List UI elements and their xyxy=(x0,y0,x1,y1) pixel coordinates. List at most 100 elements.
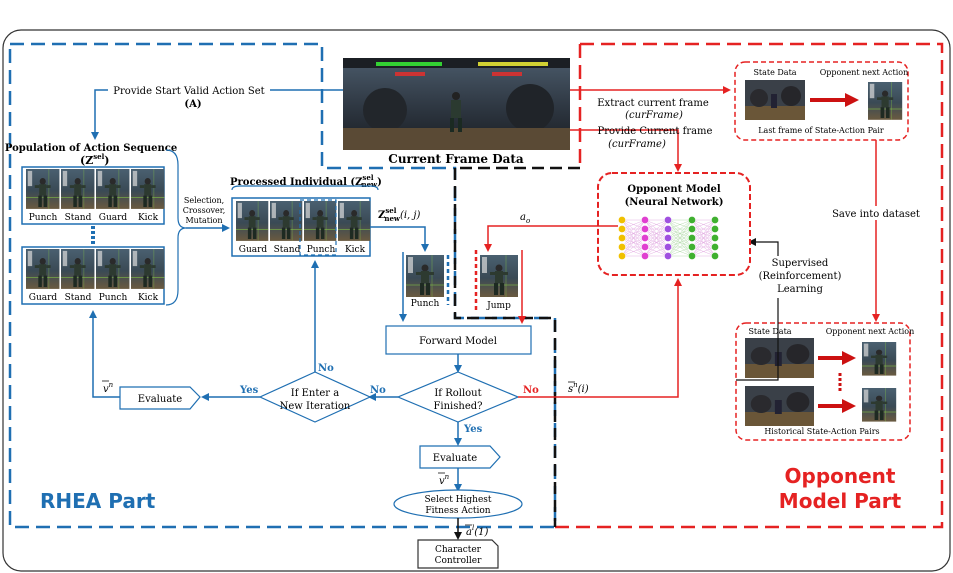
if-rollout-label-1: If Rollout xyxy=(434,388,481,399)
opponent-model-box xyxy=(597,172,751,276)
mutation-label: Mutation xyxy=(185,216,222,225)
fighter-thumbnail-image xyxy=(25,168,60,210)
a-l-1-label: al(1) xyxy=(466,524,488,538)
historical-label: Historical State-Action Pairs xyxy=(764,427,879,436)
punch-image xyxy=(405,254,445,298)
action-label: Kick xyxy=(345,245,366,255)
neural-network-icon xyxy=(618,216,719,260)
state-data-bottom-label: State Data xyxy=(748,327,791,336)
opponent-region xyxy=(555,42,944,529)
opponent-model-label: Opponent Model xyxy=(627,184,720,195)
save-dataset-label: Save into dataset xyxy=(832,209,920,220)
fighter-thumbnail-image xyxy=(130,168,165,210)
evaluate-left-box xyxy=(119,386,201,410)
current-frame-data-label: Current Frame Data xyxy=(388,152,524,166)
character-label-2: Controller xyxy=(435,556,483,566)
fighter-thumbnail-image xyxy=(269,200,303,242)
fighter-thumbnail-image xyxy=(60,168,95,210)
v-n-left-label: vn xyxy=(103,381,114,395)
provide-start-label: Provide Start Valid Action Set xyxy=(113,86,264,97)
if-enter-label-2: New Iteration xyxy=(280,401,351,412)
history-scene-2 xyxy=(745,386,814,426)
game-screenshot-image xyxy=(343,58,570,150)
provide-start-arrow xyxy=(91,89,343,140)
crossover-label: Crossover, xyxy=(183,206,226,215)
action-label: Guard xyxy=(239,245,268,255)
outer-frame xyxy=(2,29,951,572)
action-label: Stand xyxy=(65,293,92,303)
fighter-thumbnail-image xyxy=(25,248,60,290)
yes-label-1: Yes xyxy=(239,385,259,396)
select-highest-label-2: Fitness Action xyxy=(425,506,490,516)
provide-current-arrow xyxy=(570,129,682,172)
state-data-top-label: State Data xyxy=(753,68,796,77)
supervised-label: Supervised xyxy=(772,258,829,269)
neural-network-label: (Neural Network) xyxy=(625,197,724,208)
a-o-label: ao xyxy=(520,212,530,225)
learning-label: Learning xyxy=(777,284,823,295)
punch-single-label: Punch xyxy=(411,299,440,309)
reinforcement-label: (Reinforcement) xyxy=(759,271,842,282)
evaluate-left-label: Evaluate xyxy=(138,394,183,405)
action-label: Guard xyxy=(29,293,58,303)
character-label-1: Character xyxy=(435,545,482,555)
forward-model-label: Forward Model xyxy=(419,336,497,347)
opponent-part-title-1: Opponent xyxy=(785,464,896,488)
action-label: Stand xyxy=(65,213,92,223)
state-scene-image xyxy=(745,80,805,120)
opp-next-bottom-label: Opponent next Action xyxy=(826,327,915,336)
history-scene-1 xyxy=(745,338,814,378)
character-controller-box xyxy=(417,539,499,569)
fighter-thumbnail-image xyxy=(130,248,165,290)
rhea-part-title: RHEA Part xyxy=(40,489,156,513)
evaluate-bottom-box xyxy=(419,445,501,469)
fighter-thumbnail-image xyxy=(95,248,130,290)
no-label-2: No xyxy=(370,385,386,396)
selection-label: Selection, xyxy=(184,196,224,205)
fighter-thumbnail-image xyxy=(235,200,269,242)
provide-current-label: Provide Current frame xyxy=(598,126,713,137)
action-label: Punch xyxy=(99,293,128,303)
population-var: (Zsel) xyxy=(80,152,110,167)
if-rollout-label-2: Finished? xyxy=(433,401,482,412)
forward-model-box xyxy=(385,325,532,355)
fighter-thumbnail-image xyxy=(303,200,337,242)
fighter-thumbnail-image xyxy=(60,248,95,290)
evaluate-bottom-label: Evaluate xyxy=(433,453,478,464)
opponent-action-image xyxy=(867,81,903,121)
yes-label-2: Yes xyxy=(463,424,483,435)
no-label-1: No xyxy=(318,363,334,374)
jump-image xyxy=(479,254,519,298)
extract-frame-label: Extract current frame xyxy=(597,98,709,109)
action-label: Punch xyxy=(29,213,58,223)
a-o-arrow xyxy=(484,225,618,252)
action-label: Stand xyxy=(274,245,301,255)
cur-frame-label-2: (curFrame) xyxy=(608,139,666,150)
history-opp-2 xyxy=(861,387,897,423)
opponent-part-title-2: Model Part xyxy=(779,489,902,513)
last-frame-label: Last frame of State-Action Pair xyxy=(758,126,884,135)
cur-frame-label-1: (curFrame) xyxy=(625,110,683,121)
black-divider xyxy=(453,166,580,527)
population-title: Population of Action Sequence xyxy=(5,143,177,154)
fighter-thumbnail-image xyxy=(95,168,130,210)
select-highest-label-1: Select Highest xyxy=(424,495,491,505)
fighter-thumbnail-image xyxy=(337,200,371,242)
action-label: Guard xyxy=(99,213,128,223)
jump-label: Jump xyxy=(486,301,511,311)
s-n-i-label: sn(i) xyxy=(568,381,589,395)
learning-arrow xyxy=(736,238,779,381)
history-opp-1 xyxy=(861,341,897,377)
no-label-3: No xyxy=(523,385,539,396)
s-n-i-arrow xyxy=(518,278,682,398)
current-action-highlight xyxy=(299,199,337,256)
if-enter-diamond xyxy=(258,371,372,423)
if-enter-label-1: If Enter a xyxy=(291,388,339,399)
action-label: Punch xyxy=(307,245,336,255)
action-label: Kick xyxy=(138,293,159,303)
label-a: (A) xyxy=(184,99,201,110)
opp-next-top-label: Opponent next Action xyxy=(820,68,909,77)
